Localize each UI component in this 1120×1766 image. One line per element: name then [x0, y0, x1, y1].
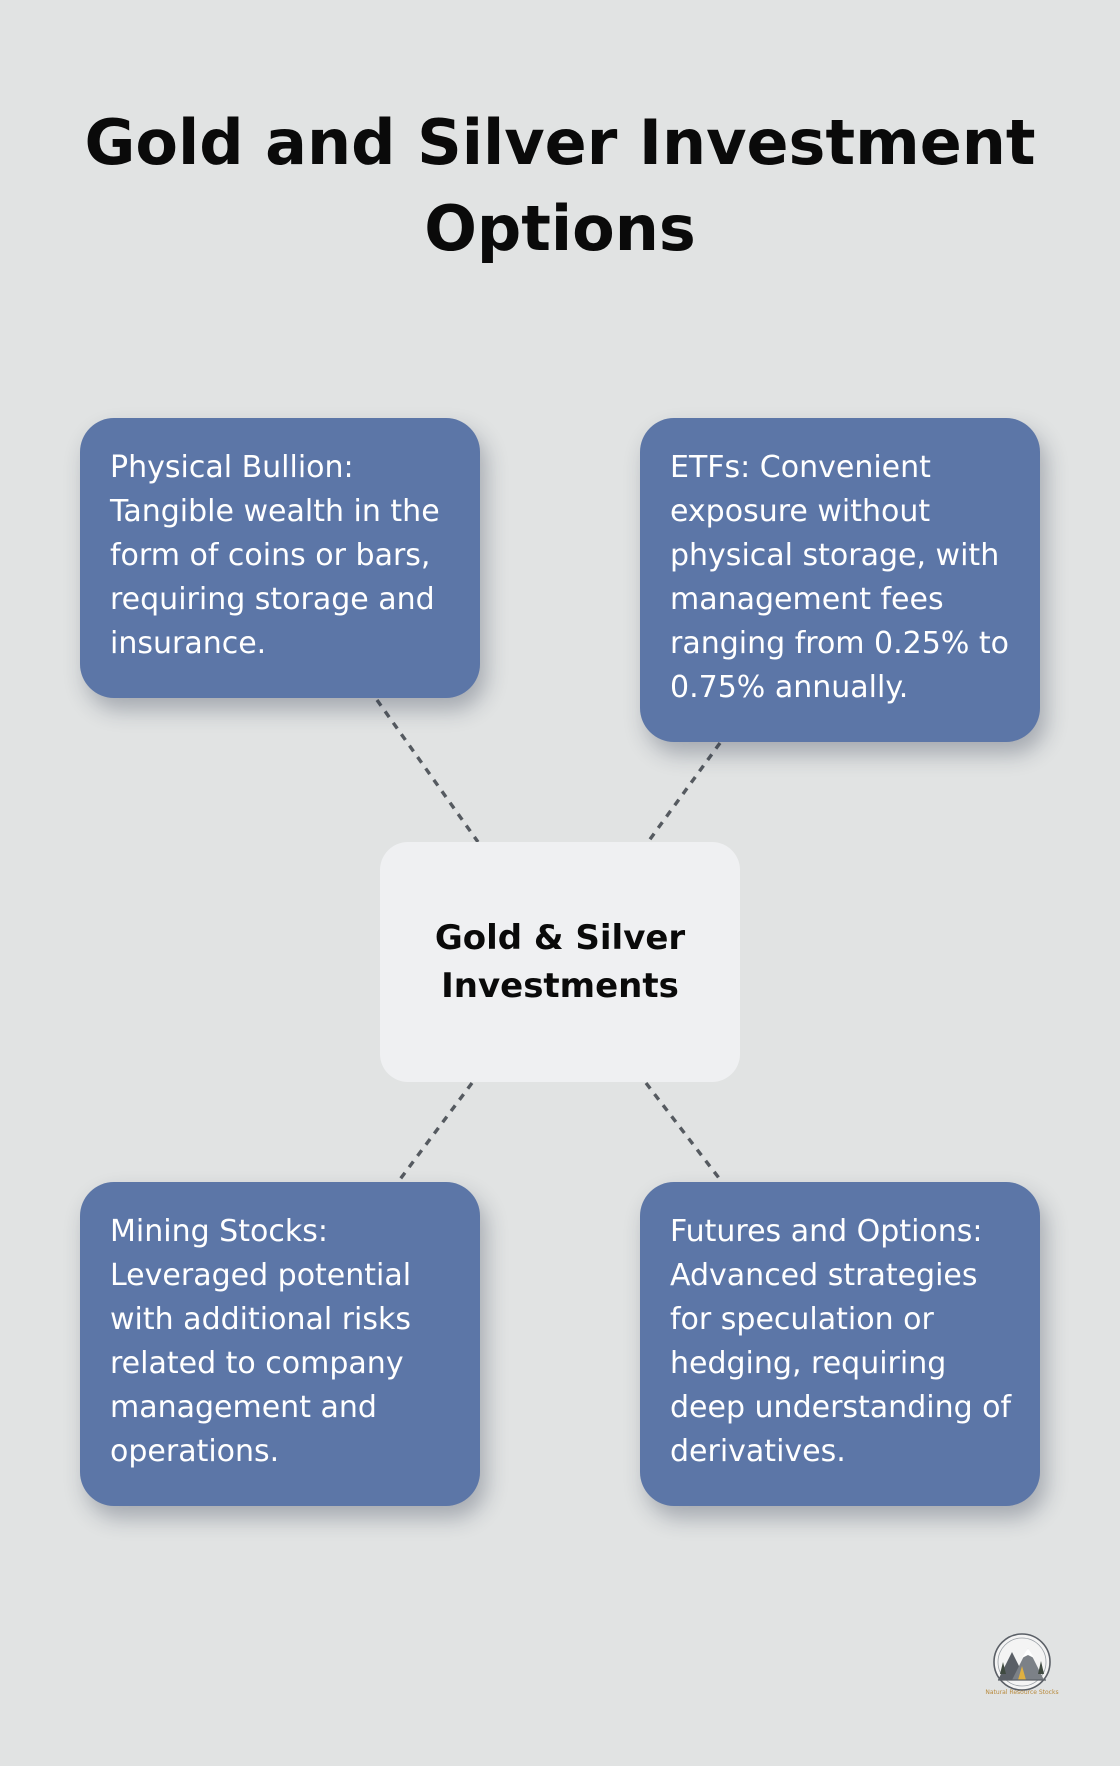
center-node: Gold & Silver Investments: [380, 842, 740, 1082]
card-text: ETFs: Convenient exposure without physic…: [670, 450, 1010, 705]
card-text: Mining Stocks: Leveraged potential with …: [110, 1214, 412, 1469]
card-futures-options: Futures and Options: Advanced strategies…: [640, 1182, 1040, 1506]
logo-caption: Natural Resource Stocks: [985, 1689, 1059, 1696]
center-node-label: Gold & Silver Investments: [434, 918, 686, 1006]
card-mining-stocks: Mining Stocks: Leveraged potential with …: [80, 1182, 480, 1506]
card-physical-bullion: Physical Bullion: Tangible wealth in the…: [80, 418, 480, 698]
card-text: Futures and Options: Advanced strategies…: [670, 1214, 1012, 1469]
connector-futures-options: [644, 1081, 724, 1184]
connector-physical-bullion: [375, 699, 480, 843]
card-etfs: ETFs: Convenient exposure without physic…: [640, 418, 1040, 742]
mountain-forest-logo-icon: [993, 1633, 1051, 1691]
page-title: Gold and Silver Investment Options: [84, 106, 1036, 265]
connector-etfs: [646, 742, 722, 843]
connector-mining-stocks: [396, 1081, 474, 1184]
card-text: Physical Bullion: Tangible wealth in the…: [110, 450, 440, 661]
